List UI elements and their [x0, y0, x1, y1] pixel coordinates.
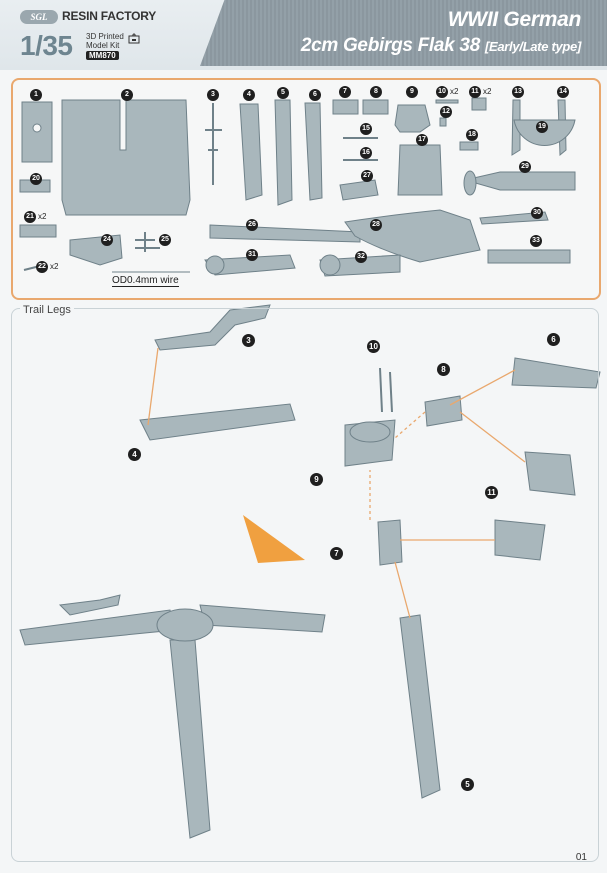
part-num-14: 14: [557, 86, 569, 98]
asm-leg-4: [139, 403, 296, 441]
title-main: 2cm Gebirgs Flak 38: [300, 35, 480, 56]
kit-line-1: 3D Printed: [86, 32, 124, 41]
part-num-2: 2: [121, 89, 133, 101]
section-title: Trail Legs: [20, 304, 74, 316]
callout-9: 9: [310, 473, 323, 486]
part-num-12: 12: [440, 106, 452, 118]
callout-10: 10: [367, 340, 380, 353]
callout-4: 4: [128, 448, 141, 461]
part-21: [19, 224, 57, 238]
part-7: [332, 99, 359, 115]
part-2-shield: [61, 99, 191, 216]
part-num-32: 32: [355, 251, 367, 263]
part-num-16: 16: [360, 147, 372, 159]
part-10: [435, 99, 459, 104]
assembly-drawings: [19, 304, 601, 839]
title-band: [200, 0, 607, 66]
part-qty-21: x2: [38, 212, 47, 221]
part-num-18: 18: [466, 129, 478, 141]
trail-legs-section: [11, 308, 599, 862]
part-num-30: 30: [531, 207, 543, 219]
scale-label: 1/35: [20, 30, 73, 61]
part-33: [487, 249, 571, 264]
part-num-33: 33: [530, 235, 542, 247]
part-num-27: 27: [361, 170, 373, 182]
part-12: [439, 117, 447, 127]
brand-logo: SGL: [20, 10, 58, 24]
brand-name: RESIN FACTORY: [62, 9, 157, 23]
part-19: [513, 119, 576, 146]
part-num-15: 15: [360, 123, 372, 135]
callout-5: 5: [461, 778, 474, 791]
part-num-7: 7: [339, 86, 351, 98]
asm-part-10: [379, 367, 393, 413]
printer-3d-icon: [128, 33, 140, 44]
asm-part-11b: [494, 519, 546, 561]
page-number: 01: [575, 852, 587, 863]
part-num-5: 5: [277, 87, 289, 99]
callout-11: 11: [485, 486, 498, 499]
part-num-13: 13: [512, 86, 524, 98]
part-8: [362, 99, 389, 115]
kit-info: 3D Printed Model Kit MM870: [86, 32, 124, 60]
part-qty-11: x2: [483, 87, 492, 96]
part-29: [464, 171, 576, 191]
assembly-arrows: [147, 347, 526, 619]
part-qty-10: x2: [450, 87, 459, 96]
part-4: [239, 103, 263, 201]
part-num-20: 20: [30, 173, 42, 185]
part-num-4: 4: [243, 89, 255, 101]
header: SGL RESIN FACTORY 1/35 3D Printed Model …: [0, 0, 607, 70]
part-27: [339, 179, 379, 201]
part-9: [394, 104, 431, 133]
part-num-6: 6: [309, 89, 321, 101]
part-num-21: 21: [24, 211, 36, 223]
title-variant: [Early/Late type]: [484, 39, 581, 54]
asm-part-3: [154, 304, 271, 351]
asm-leg-6: [511, 357, 601, 389]
part-3: [205, 103, 222, 185]
part-num-22: 22: [36, 261, 48, 273]
kit-code: MM870: [86, 51, 119, 60]
part-17: [397, 144, 443, 196]
part-num-10: 10: [436, 86, 448, 98]
callout-3: 3: [242, 334, 255, 347]
callout-6: 6: [547, 333, 560, 346]
part-num-29: 29: [519, 161, 531, 173]
asm-part-3-big: [58, 594, 121, 616]
part-num-1: 1: [30, 89, 42, 101]
part-num-24: 24: [101, 234, 113, 246]
wire-label: OD0.4mm wire: [112, 275, 179, 287]
part-18: [459, 141, 479, 151]
part-num-17: 17: [416, 134, 428, 146]
part-num-28: 28: [370, 219, 382, 231]
title-line-2: 2cm Gebirgs Flak 38 [Early/Late type]: [301, 35, 581, 57]
asm-part-7: [377, 519, 403, 566]
part-26: [209, 224, 361, 243]
part-num-3: 3: [207, 89, 219, 101]
part-num-31: 31: [246, 249, 258, 261]
part-25: [135, 232, 160, 252]
callout-7: 7: [330, 547, 343, 560]
asm-leg-5: [399, 614, 441, 799]
kit-line-2: Model Kit: [86, 41, 120, 50]
part-num-25: 25: [159, 234, 171, 246]
part-num-19: 19: [536, 121, 548, 133]
title-line-1: WWII German: [447, 8, 582, 31]
part-num-11: 11: [469, 86, 481, 98]
part-num-26: 26: [246, 219, 258, 231]
asm-part-11a: [524, 451, 576, 496]
orientation-arrow: [243, 515, 305, 563]
part-24: [69, 234, 123, 266]
part-num-8: 8: [370, 86, 382, 98]
part-qty-22: x2: [50, 262, 59, 271]
part-5: [274, 99, 293, 206]
part-6: [304, 102, 323, 201]
callout-8: 8: [437, 363, 450, 376]
part-11: [471, 97, 487, 111]
part-num-9: 9: [406, 86, 418, 98]
